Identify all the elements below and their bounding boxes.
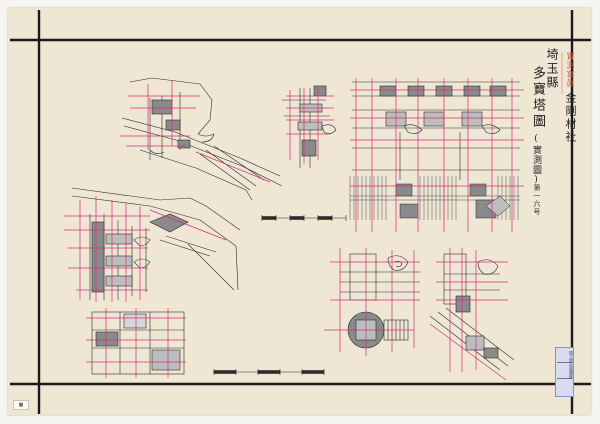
border-frame — [10, 10, 591, 414]
drawing-title-main: 多寶塔圖 — [530, 66, 545, 130]
stamp-divider — [557, 362, 572, 363]
sheet-number: 第一六号 — [533, 184, 541, 216]
catalog-tag: ■ — [13, 400, 29, 410]
stamp-divider — [557, 378, 572, 379]
bracket-complex-section — [71, 187, 241, 300]
eaves-plan-blocks — [395, 183, 511, 219]
corner-bracket-plan-dimension-lines — [324, 248, 420, 356]
library-stamp: 国立国会図書館 — [555, 347, 574, 397]
drawing-title-prefecture: 埼玉縣 — [545, 48, 559, 90]
stamp-text: 国立国会図書館 — [569, 351, 573, 379]
base-detail-section — [91, 311, 185, 375]
corner-bracket-elevation-dimension-lines — [429, 248, 508, 381]
eaves-plan-dimension-lines — [350, 78, 524, 232]
vermilion-annotation: 實測寫眞 — [566, 52, 575, 88]
scale-bar-upper — [261, 215, 347, 221]
corner-bracket-elevation — [429, 253, 515, 371]
maker-name: 金剛材社 — [564, 92, 577, 144]
bracket-elevation-dimension-lines — [286, 88, 334, 164]
drawing-title-note: (實測圖) — [531, 134, 541, 186]
roof-bracket-dimension-lines-upper — [120, 80, 271, 183]
base-detail-dimension-lines — [86, 308, 186, 378]
eaves-plan-view — [352, 81, 520, 180]
corner-bracket-plan — [340, 253, 420, 349]
scale-bar-lower — [213, 369, 325, 375]
bracket-complex-dimension-lines — [64, 196, 227, 302]
